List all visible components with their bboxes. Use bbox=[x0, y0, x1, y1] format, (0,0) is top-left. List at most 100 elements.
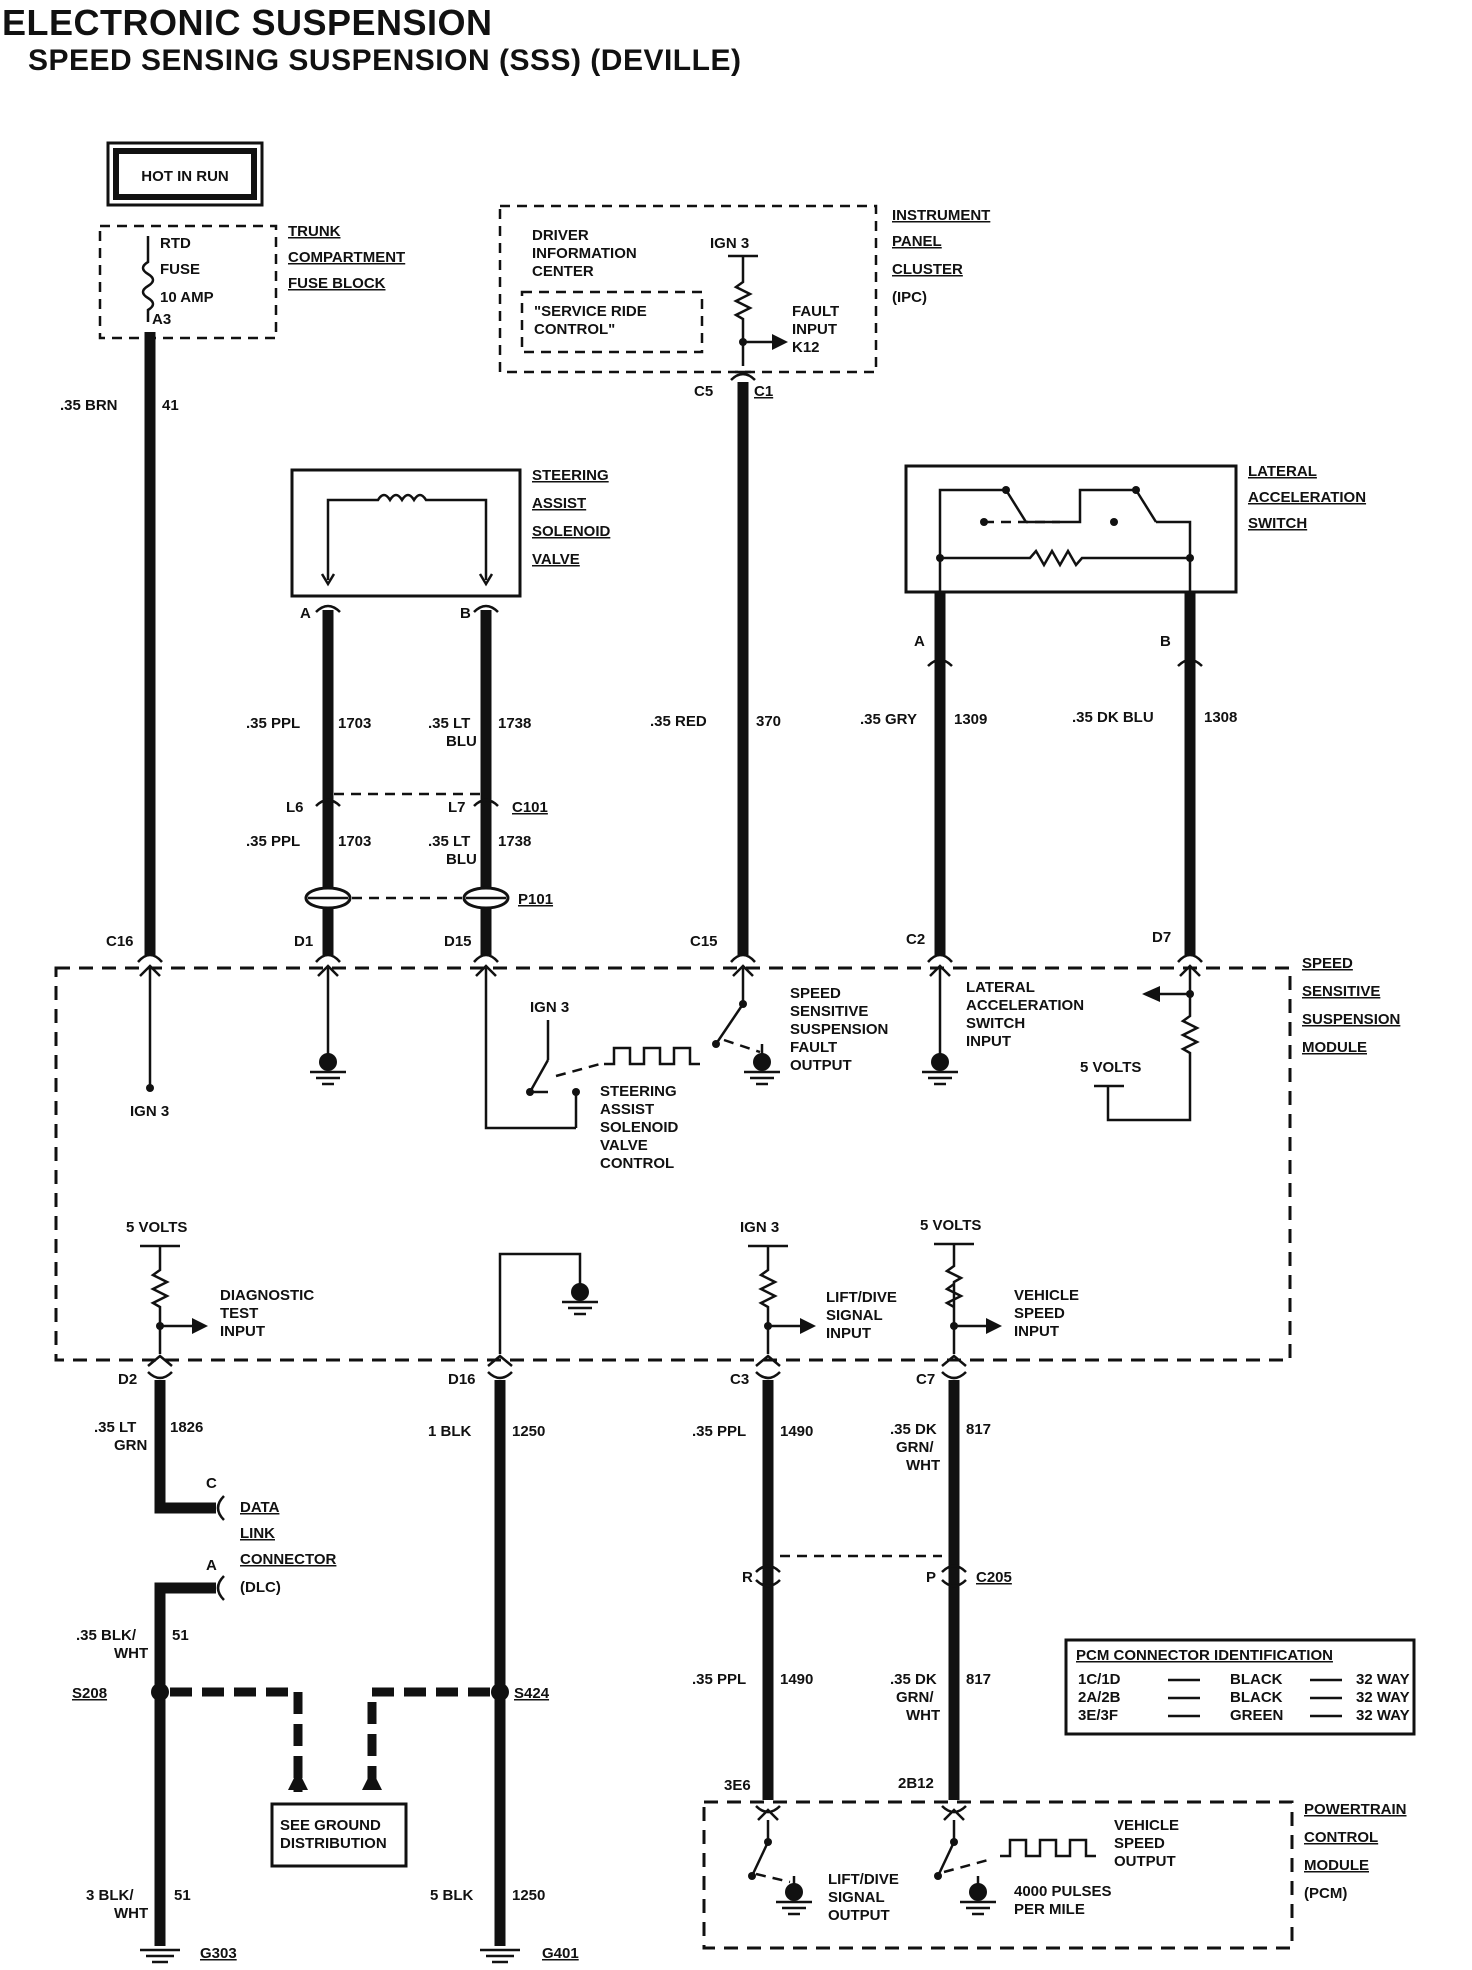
wire-label: .35 DK bbox=[890, 1421, 937, 1438]
dlc-label: DATA bbox=[240, 1499, 280, 1516]
lateral-switch-label: LATERAL bbox=[1248, 463, 1317, 480]
lateral-input-label: SWITCH bbox=[966, 1015, 1025, 1032]
pin-label: B bbox=[1160, 633, 1171, 650]
ipc-pullup-resistor bbox=[733, 256, 753, 366]
fuse-block-label: FUSE BLOCK bbox=[288, 275, 386, 292]
pcm-table-row: 2A/2B BLACK 32 WAY bbox=[1078, 1689, 1410, 1706]
wire-number: 817 bbox=[966, 1671, 991, 1688]
module-outline bbox=[54, 966, 1292, 1362]
fault-output-label: SENSITIVE bbox=[790, 1003, 868, 1020]
hot-in-run-label: HOT IN RUN bbox=[141, 168, 229, 185]
connector-pin: C16 bbox=[106, 933, 134, 950]
fault-input-label: FAULT bbox=[792, 303, 839, 320]
wire-label: .35 DK bbox=[890, 1671, 937, 1688]
module-label: SPEED bbox=[1302, 955, 1353, 972]
dic-label: CENTER bbox=[532, 263, 594, 280]
dic-label: DRIVER bbox=[532, 227, 589, 244]
ign3-label: IGN 3 bbox=[530, 999, 569, 1016]
module-label: MODULE bbox=[1302, 1039, 1367, 1056]
lateral-input-label: LATERAL bbox=[966, 979, 1035, 996]
connector-pin: R bbox=[742, 1569, 753, 1586]
wire-number: 1738 bbox=[498, 715, 531, 732]
steering-valve-label: ASSIST bbox=[532, 495, 586, 512]
connector-pin: L6 bbox=[286, 799, 304, 816]
connector-pin: P bbox=[926, 1569, 936, 1586]
fuse-symbol bbox=[141, 236, 155, 322]
ground-label: G401 bbox=[542, 1945, 579, 1962]
wire-number: 41 bbox=[162, 397, 179, 414]
connector-pin: D2 bbox=[118, 1371, 137, 1388]
ipc-outline bbox=[498, 204, 878, 374]
wire-number: 1490 bbox=[780, 1423, 813, 1440]
wire-number: 1308 bbox=[1204, 709, 1237, 726]
connector-pin: D16 bbox=[448, 1371, 476, 1388]
wire-number: 1250 bbox=[512, 1423, 545, 1440]
wire-number: 1250 bbox=[512, 1887, 545, 1904]
diag-input-label: TEST bbox=[220, 1305, 258, 1322]
page-subtitle: SPEED SENSING SUSPENSION (SSS) (DEVILLE) bbox=[28, 44, 742, 77]
wire-label: .35 PPL bbox=[692, 1671, 746, 1688]
pcm-label: CONTROL bbox=[1304, 1829, 1378, 1846]
ipc-label: (IPC) bbox=[892, 289, 927, 306]
connector-pin: D7 bbox=[1152, 929, 1171, 946]
pcm-table-color: BLACK bbox=[1230, 1671, 1283, 1688]
connector-pin: D1 bbox=[294, 933, 313, 950]
steering-valve-label: SOLENOID bbox=[532, 523, 611, 540]
pin-label: B bbox=[460, 605, 471, 622]
pulses-label: 4000 PULSES bbox=[1014, 1883, 1112, 1900]
splice-s208 bbox=[151, 1683, 169, 1701]
wire-label: .35 BRN bbox=[60, 397, 118, 414]
fault-output-label: FAULT bbox=[790, 1039, 837, 1056]
vss-output-label: SPEED bbox=[1114, 1835, 1165, 1852]
connector-pin: C7 bbox=[916, 1371, 935, 1388]
fault-input-label: INPUT bbox=[792, 321, 837, 338]
five-volts-label: 5 VOLTS bbox=[1080, 1059, 1141, 1076]
wire-label: .35 BLK/ bbox=[76, 1627, 137, 1644]
connector-pin: C15 bbox=[690, 933, 718, 950]
wire-label: .35 DK BLU bbox=[1072, 709, 1154, 726]
pcm-table-pins: 2A/2B bbox=[1078, 1689, 1121, 1706]
wire-number: 817 bbox=[966, 1421, 991, 1438]
wire-number: 51 bbox=[174, 1887, 191, 1904]
pulse-wave-icon bbox=[604, 1046, 700, 1066]
ipc-label: CLUSTER bbox=[892, 261, 963, 278]
pcm-connector-table bbox=[1064, 1638, 1416, 1736]
steering-control-label: STEERING bbox=[600, 1083, 677, 1100]
pcm-label: (PCM) bbox=[1304, 1885, 1347, 1902]
pcm-label: MODULE bbox=[1304, 1857, 1369, 1874]
wire-label: WHT bbox=[906, 1707, 940, 1724]
diag-input-label: DIAGNOSTIC bbox=[220, 1287, 314, 1304]
lift-dive-output-label: SIGNAL bbox=[828, 1889, 885, 1906]
ign3-label: IGN 3 bbox=[710, 235, 749, 252]
wire-label: 5 BLK bbox=[430, 1887, 474, 1904]
splice-label: S424 bbox=[514, 1685, 550, 1702]
ipc-label: INSTRUMENT bbox=[892, 207, 990, 224]
pulse-wave-icon bbox=[1000, 1838, 1096, 1858]
ground-distribution-label: DISTRIBUTION bbox=[280, 1835, 387, 1852]
pcm-label: POWERTRAIN bbox=[1304, 1801, 1407, 1818]
pcm-table-way: 32 WAY bbox=[1356, 1671, 1410, 1688]
steering-control-label: VALVE bbox=[600, 1137, 648, 1154]
pin-label: A bbox=[914, 633, 925, 650]
wire-label: BLU bbox=[446, 851, 477, 868]
connector-label: C1 bbox=[754, 383, 773, 400]
ground-label: G303 bbox=[200, 1945, 237, 1962]
wire-label: .35 GRY bbox=[860, 711, 917, 728]
fuse-block-outline bbox=[98, 224, 278, 340]
wire-number: 1738 bbox=[498, 833, 531, 850]
wire-label: .35 LT bbox=[428, 833, 470, 850]
pcm-table-color: BLACK bbox=[1230, 1689, 1283, 1706]
connector-pin: D15 bbox=[444, 933, 472, 950]
wire-number: 1309 bbox=[954, 711, 987, 728]
wire-number: 1703 bbox=[338, 833, 371, 850]
wire-51 bbox=[154, 1582, 216, 1946]
wire-label: BLU bbox=[446, 733, 477, 750]
pullup-resistor bbox=[1106, 994, 1200, 1122]
wire-number: 51 bbox=[172, 1627, 189, 1644]
five-volts-label: 5 VOLTS bbox=[126, 1219, 187, 1236]
steering-control-label: ASSIST bbox=[600, 1101, 654, 1118]
vss-output-label: VEHICLE bbox=[1114, 1817, 1179, 1834]
fuse-pin-label: A3 bbox=[152, 311, 171, 328]
solenoid-coil bbox=[326, 493, 488, 580]
